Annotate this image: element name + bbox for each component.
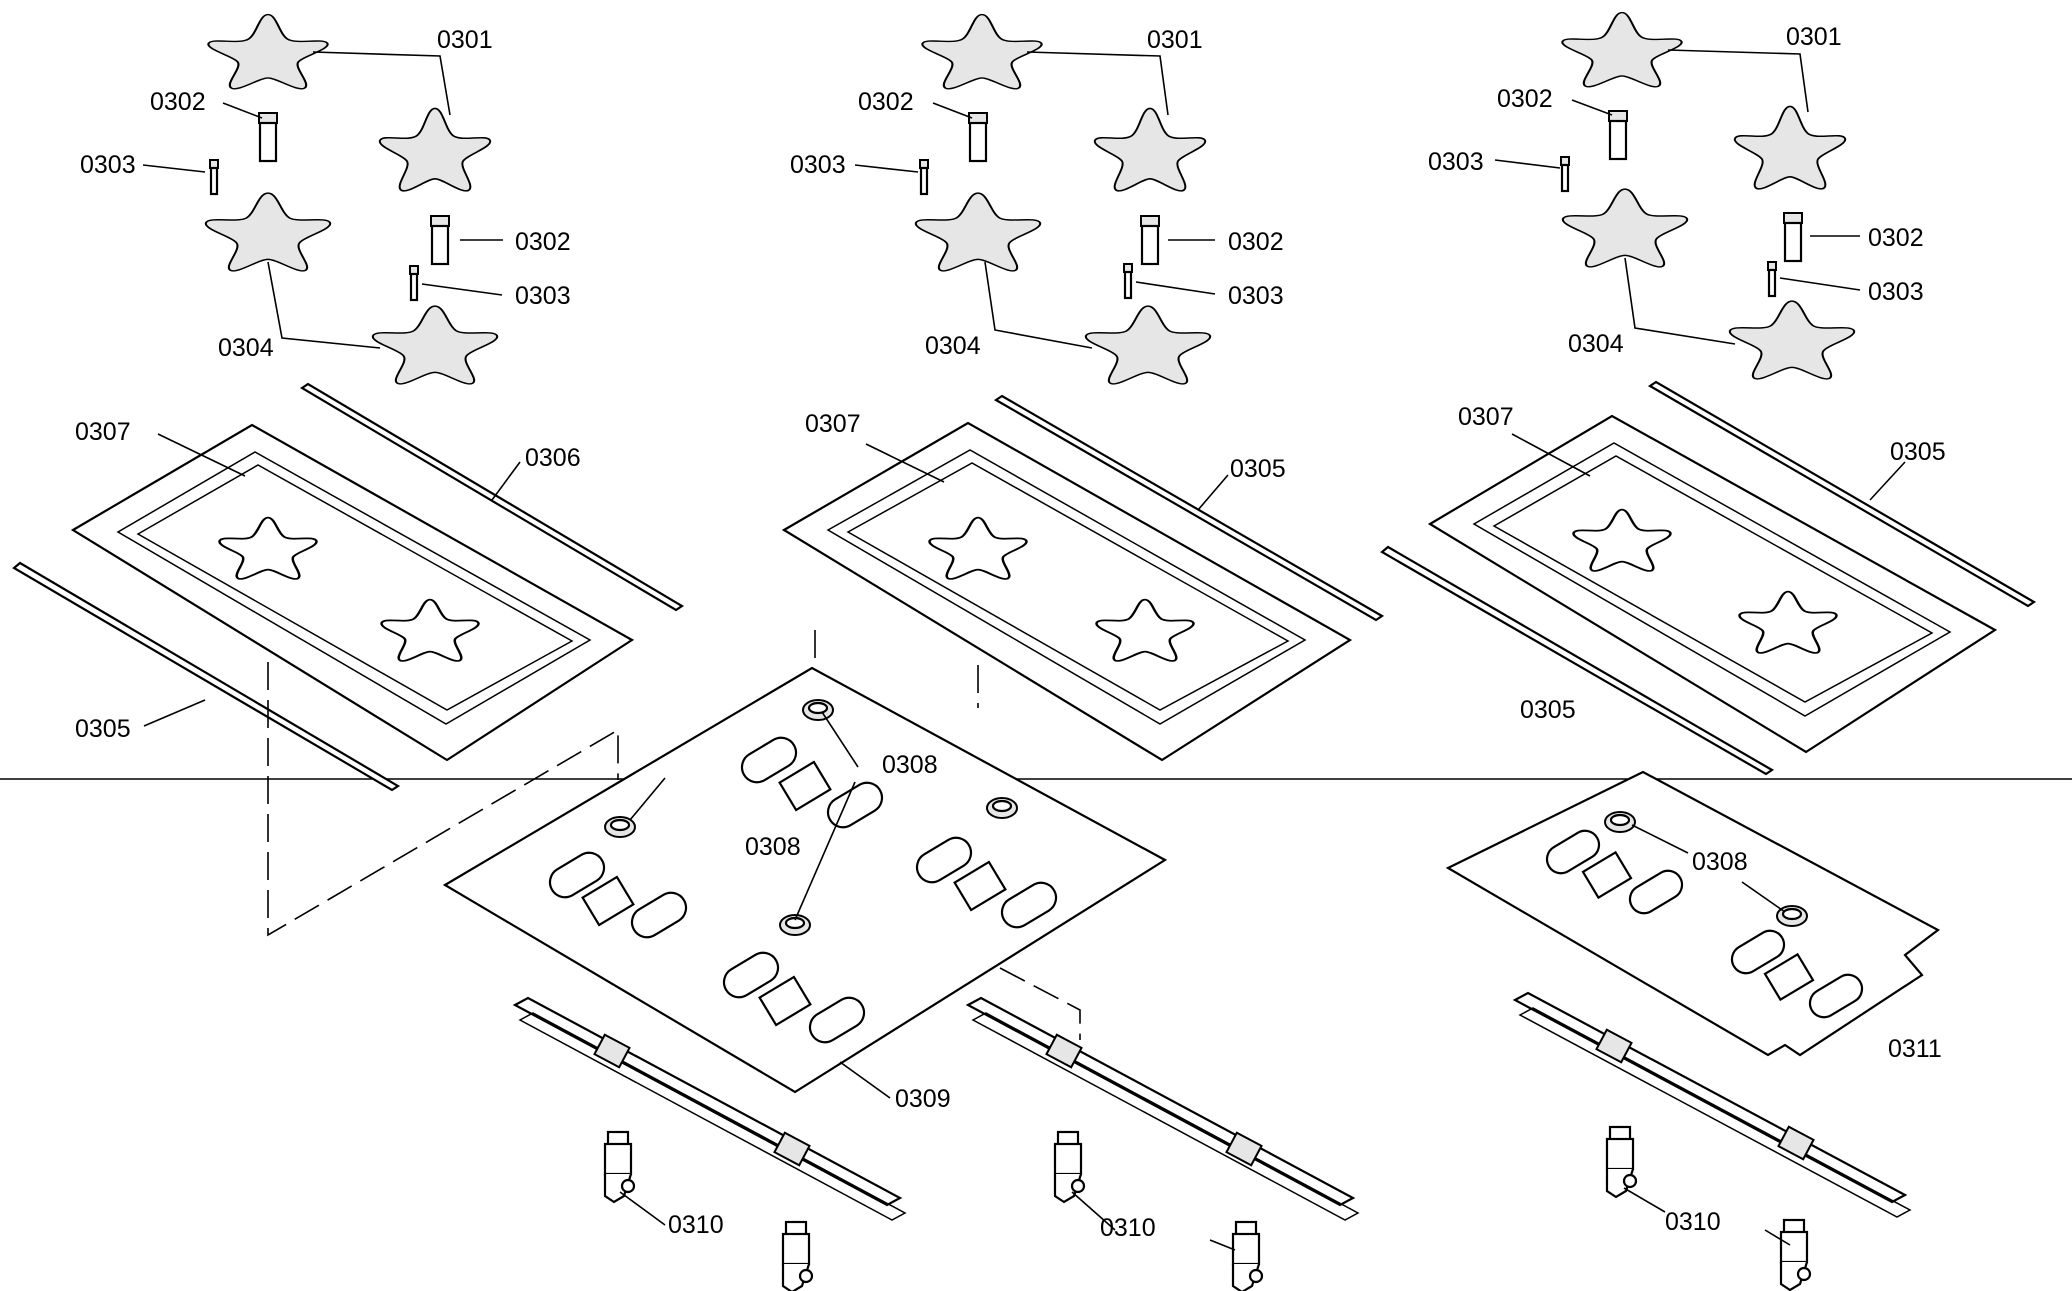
callout-0306: 0306 [525, 444, 581, 472]
base-plate [442, 666, 1168, 1094]
cap-icon [207, 13, 329, 90]
callout-0303: 0303 [790, 151, 846, 179]
callout-0305: 0305 [75, 715, 131, 743]
callout-0304: 0304 [925, 332, 981, 360]
callout-0303: 0303 [80, 151, 136, 179]
burner-head-icon [204, 192, 332, 272]
callout-0303: 0303 [1428, 148, 1484, 176]
callout-0304: 0304 [1568, 330, 1624, 358]
callout-0301: 0301 [1786, 23, 1842, 51]
middle-assembly [781, 13, 1385, 1291]
side-strip [299, 382, 685, 612]
callout-0304: 0304 [218, 334, 274, 362]
burner-head-icon [371, 305, 499, 385]
callout-0307: 0307 [1458, 403, 1514, 431]
callout-0303: 0303 [515, 282, 571, 310]
callout-0308: 0308 [882, 751, 938, 779]
callout-0303: 0303 [1228, 282, 1284, 310]
side-strip [12, 561, 401, 792]
right-assembly [1380, 11, 2037, 1291]
callout-0303: 0303 [1868, 278, 1924, 306]
callout-0301: 0301 [1147, 26, 1203, 54]
left-assembly [12, 13, 1168, 1291]
callout-labels: 0301 0302 0303 0302 0303 0304 0307 0306 … [75, 23, 1946, 1242]
callout-0310: 0310 [668, 1211, 724, 1239]
callout-0302: 0302 [1497, 85, 1553, 113]
callout-0302: 0302 [858, 88, 914, 116]
callout-0305: 0305 [1890, 438, 1946, 466]
callout-0305: 0305 [1230, 455, 1286, 483]
cap-icon [378, 107, 492, 192]
callout-0302: 0302 [1868, 224, 1924, 252]
callout-0301: 0301 [437, 26, 493, 54]
tray-outline [70, 423, 635, 762]
callout-0308: 0308 [745, 833, 801, 861]
callout-0302: 0302 [515, 228, 571, 256]
callout-0308: 0308 [1692, 848, 1748, 876]
callout-0309: 0309 [895, 1085, 951, 1113]
callout-0307: 0307 [75, 418, 131, 446]
callout-0307: 0307 [805, 410, 861, 438]
callout-0305: 0305 [1520, 696, 1576, 724]
callout-0310: 0310 [1665, 1208, 1721, 1236]
callout-0302: 0302 [1228, 228, 1284, 256]
callout-0302: 0302 [150, 88, 206, 116]
callout-0310: 0310 [1100, 1214, 1156, 1242]
callout-0311: 0311 [1888, 1035, 1942, 1063]
